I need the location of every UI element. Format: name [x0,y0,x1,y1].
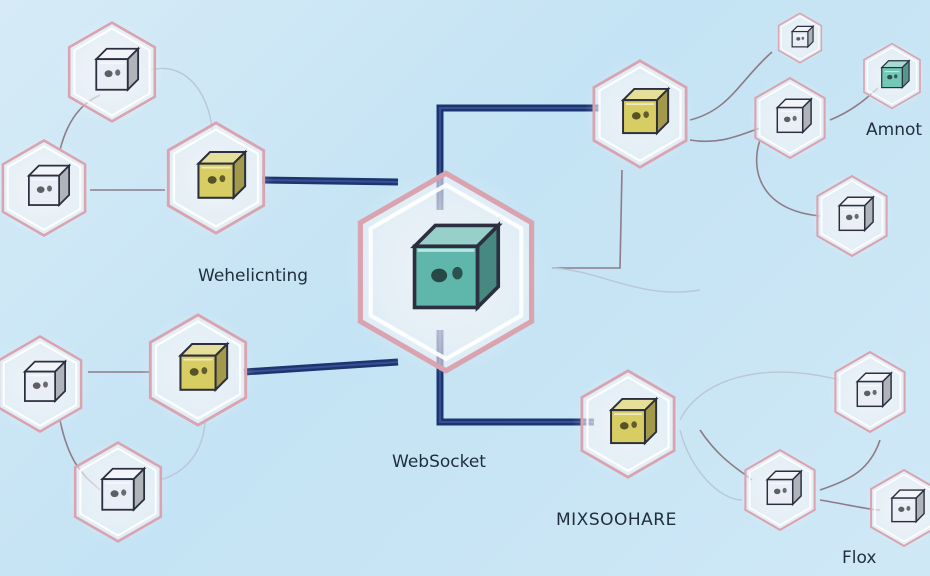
hex-frame-inner [79,447,157,537]
cube-spot [854,213,859,220]
cube-spot [773,488,781,495]
wire-6 [689,51,773,121]
node-tr-teal [858,42,926,110]
cube-front-face [197,162,235,199]
label-websocket: WebSocket [392,452,486,472]
cube-spot [32,382,41,389]
node-layer [0,12,930,548]
hex-frame-inner [780,15,820,61]
node-hub [342,168,550,376]
wire-8 [755,139,821,217]
cube-spot [906,506,911,511]
node-yellow-right-top [584,58,696,170]
cube-spot [872,389,877,396]
cube-spot [219,175,226,183]
wire-14 [819,439,881,491]
node-r-1 [748,76,832,160]
cube-spot [201,367,208,375]
label-mixsoohare: MIXSOOHARE [556,510,677,530]
connector-highlight-1 [243,361,399,373]
cube-spot [863,390,871,397]
connector-highlight-0 [261,179,399,183]
cube-spot [782,487,787,494]
label-amnot: Amnot [866,120,923,140]
node-r-3 [828,350,912,434]
wire-16 [679,429,743,501]
node-tl-mid [0,138,94,238]
node-yellow-left-top [158,120,274,236]
node-bl-top [0,334,90,434]
node-tl-top [60,20,164,124]
node-br-2 [864,468,930,548]
cube-spot [207,176,217,184]
wire-7 [689,127,761,143]
cube-spot [36,186,45,193]
wire-12 [679,371,841,421]
cube-spot [431,268,448,283]
wire-10 [552,169,623,269]
cube-spot [110,490,119,498]
wire-11 [551,267,701,293]
cube-spot [783,116,791,123]
cube-spot [104,70,113,78]
hex-frame-inner [368,182,524,362]
cube-spot [631,112,641,120]
hex-frame-inner [748,453,812,527]
node-tr-small [774,12,826,64]
hex-frame-inner [866,46,918,106]
cube-spot [189,368,199,376]
cube-spot [43,381,48,388]
label-wehelicnting: Wehelicnting [198,266,309,286]
cube-spot [47,185,52,192]
cube-spot [792,115,797,122]
label-flox: Flox [842,548,877,568]
hex-frame-inner [598,65,682,163]
cube-spot [619,422,629,430]
cube-spot [898,506,905,512]
hex-frame-inner [820,179,884,253]
node-br-1 [738,448,822,532]
hex-frame-inner [586,375,670,473]
hex-frame-inner [2,341,78,427]
hex-frame-inner [154,320,242,420]
hex-frame-inner [838,355,902,429]
hex-frame-inner [73,27,151,117]
cube-spot [121,489,127,496]
hex-frame-inner [874,473,930,543]
cube-spot [894,74,898,79]
cube-spot [643,111,649,119]
cube-spot [452,266,463,280]
cube-spot [887,74,893,80]
cube-spot [845,214,853,221]
hex-frame-inner [6,145,82,231]
node-bl-bottom [66,440,170,544]
cube-spot [631,421,637,429]
hex-frame-inner [758,81,822,155]
hex-frame-inner [172,128,260,228]
node-r-2 [810,174,894,258]
node-yellow-left-bottom [140,312,256,428]
node-yellow-right-bottom [572,368,684,480]
cube-spot [115,69,121,76]
cube-spot [801,36,805,40]
cube-spot [796,37,801,41]
